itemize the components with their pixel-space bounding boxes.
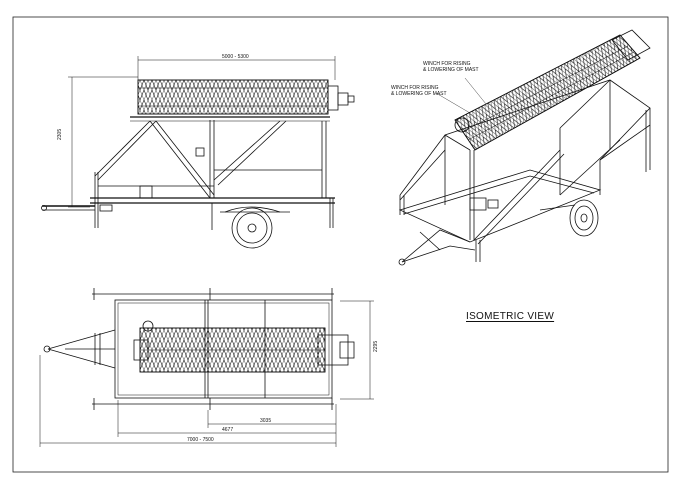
top-view [39,288,374,447]
dim-inner-length: 3035 [260,418,272,424]
winch-label-upper-line2: & LOWERING OF MAST [423,66,479,73]
isometric-view-title: ISOMETRIC VIEW [466,311,555,322]
winch-label-upper-line1: WINCH FOR RISING [423,61,471,67]
side-view [41,56,355,249]
dim-bed-length: 4677 [222,427,234,433]
dim-total-length: 7000 - 7500 [187,437,214,443]
dim-trailer-width: 2295 [373,340,379,352]
winch-label-lower: WINCH FOR RISING & LOWERING OF MAST [391,85,447,97]
dim-mast-length: 5000 - 5300 [222,54,249,60]
winch-label-upper: WINCH FOR RISING & LOWERING OF MAST [423,61,479,73]
sheet-border [12,16,669,473]
winch-label-lower-line2: & LOWERING OF MAST [391,90,447,97]
dim-total-height: 2305 [57,128,63,140]
winch-label-lower-line1: WINCH FOR RISING [391,85,439,91]
isometric-view [398,29,651,266]
